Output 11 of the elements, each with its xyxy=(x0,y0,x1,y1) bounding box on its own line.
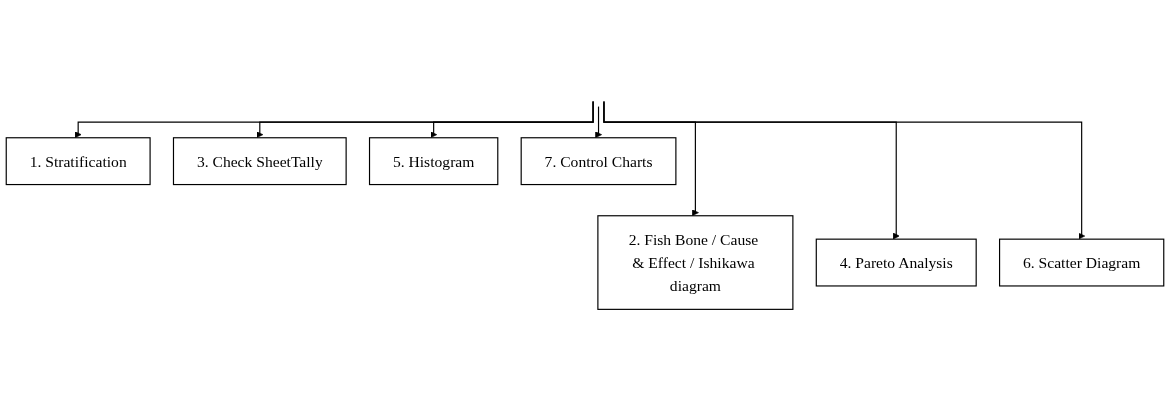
process-box: 3. Check SheetTally xyxy=(172,137,347,186)
arrow xyxy=(595,105,602,139)
process-box: 4. Pareto Analysis xyxy=(815,238,977,287)
process-box: 1. Stratification xyxy=(5,137,151,186)
process-box: 2. Fish Bone / Cause & Effect / Ishikawa diagram xyxy=(597,215,794,310)
arrow xyxy=(603,100,1086,240)
arrow xyxy=(256,100,594,139)
arrow xyxy=(430,101,594,139)
process-box: 7. Control Charts xyxy=(520,137,677,186)
process-box: 6. Scatter Diagram xyxy=(999,238,1165,287)
process-box: 5. Histogram xyxy=(368,137,499,186)
